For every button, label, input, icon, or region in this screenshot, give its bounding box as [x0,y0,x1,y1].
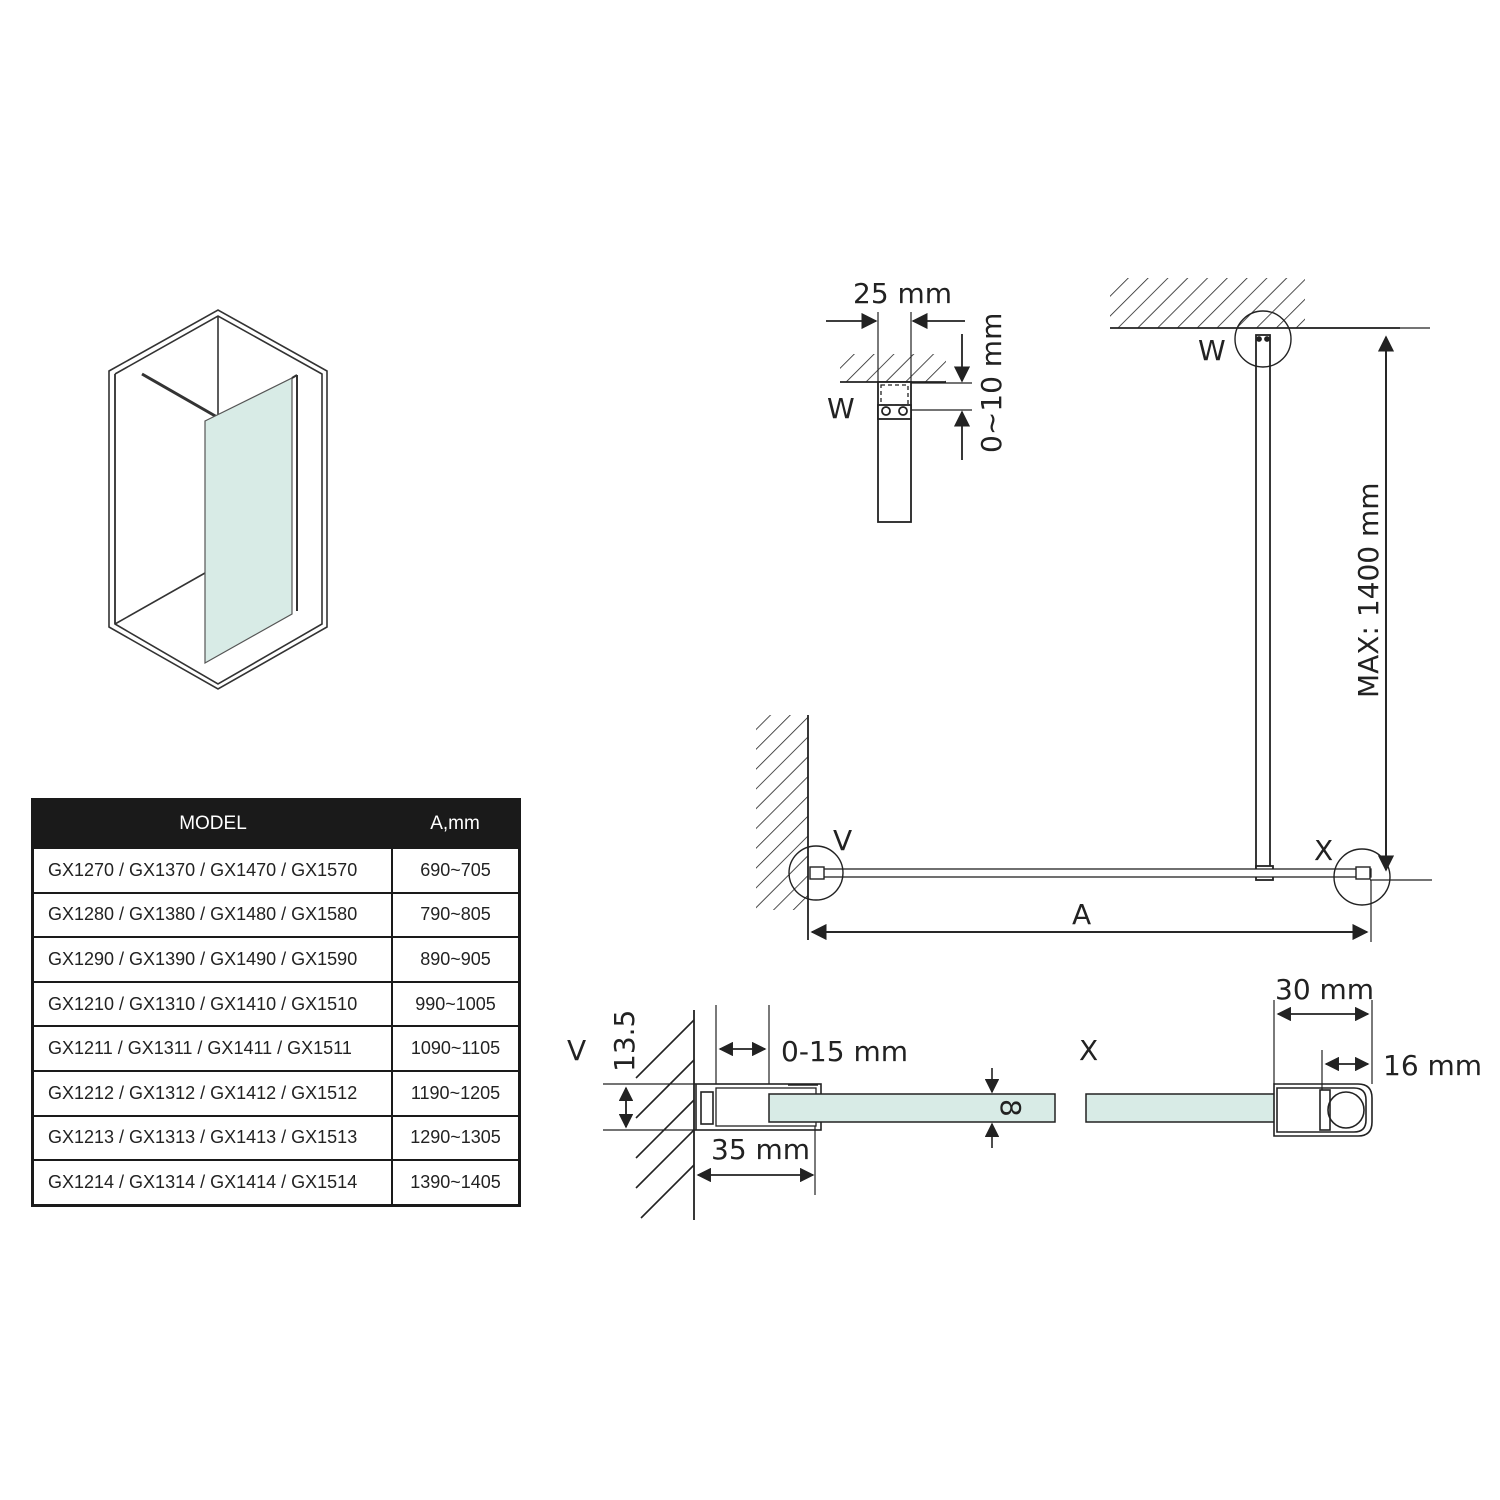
table-row: GX1290 / GX1390 / GX1490 / GX1590 890~90… [31,936,521,983]
a-mm-cell: 1290~1305 [391,1114,521,1162]
dim-0-15mm: 0-15 mm [781,1035,908,1068]
detail-w-ceiling-bracket [826,312,972,523]
model-size-table: MODEL A,mm GX1270 / GX1370 / GX1470 / GX… [31,798,521,1207]
a-mm-cell: 1190~1205 [391,1070,521,1117]
dim-16mm: 16 mm [1383,1049,1482,1082]
model-cell: GX1210 / GX1310 / GX1410 / GX1510 [31,980,393,1028]
detail-v-wall-profile [603,1005,1056,1220]
dim-25mm: 25 mm [853,277,952,310]
table-row: GX1214 / GX1314 / GX1414 / GX1514 1390~1… [31,1159,521,1207]
dim-glass-8: 8 [994,1099,1027,1117]
isometric-enclosure [108,309,328,690]
a-mm-cell: 890~905 [391,936,521,983]
label-v-main: V [833,824,852,857]
dim-max-height: MAX: 1400 mm [1352,482,1385,698]
table-row: GX1212 / GX1312 / GX1412 / GX1512 1190~1… [31,1070,521,1117]
a-mm-cell: 1390~1405 [391,1159,521,1207]
label-x-detail: X [1079,1034,1098,1067]
model-cell: GX1211 / GX1311 / GX1411 / GX1511 [31,1025,393,1073]
table-row: GX1210 / GX1310 / GX1410 / GX1510 990~10… [31,980,521,1028]
label-x-main: X [1314,834,1333,867]
model-cell: GX1280 / GX1380 / GX1480 / GX1580 [31,891,393,939]
header-a-mm: A,mm [392,799,520,848]
header-model: MODEL [32,799,392,848]
table-row: GX1211 / GX1311 / GX1411 / GX1511 1090~1… [31,1025,521,1073]
model-cell: GX1212 / GX1312 / GX1412 / GX1512 [31,1070,393,1117]
label-v-detail: V [567,1034,586,1067]
dim-13-5: 13.5 [608,1010,641,1072]
table-header-row: MODEL A,mm [32,799,520,848]
detail-x-end-clamp [1085,1000,1373,1137]
model-cell: GX1213 / GX1313 / GX1413 / GX1513 [31,1114,393,1162]
model-cell: GX1270 / GX1370 / GX1470 / GX1570 [31,847,393,894]
dim-35mm: 35 mm [711,1133,810,1166]
plan-view [756,278,1432,942]
table-row: GX1270 / GX1370 / GX1470 / GX1570 690~70… [31,847,521,894]
model-cell: GX1214 / GX1314 / GX1414 / GX1514 [31,1159,393,1207]
label-w-detail: W [827,392,855,425]
label-a-dimension: A [1072,898,1091,931]
a-mm-cell: 790~805 [391,891,521,939]
a-mm-cell: 1090~1105 [391,1025,521,1073]
a-mm-cell: 690~705 [391,847,521,894]
a-mm-cell: 990~1005 [391,980,521,1028]
dim-0-10mm: 0~10 mm [975,313,1008,453]
label-w-main: W [1198,334,1226,367]
table-row: GX1213 / GX1313 / GX1413 / GX1513 1290~1… [31,1114,521,1162]
dim-30mm: 30 mm [1275,973,1374,1006]
model-cell: GX1290 / GX1390 / GX1490 / GX1590 [31,936,393,983]
table-row: GX1280 / GX1380 / GX1480 / GX1580 790~80… [31,891,521,939]
